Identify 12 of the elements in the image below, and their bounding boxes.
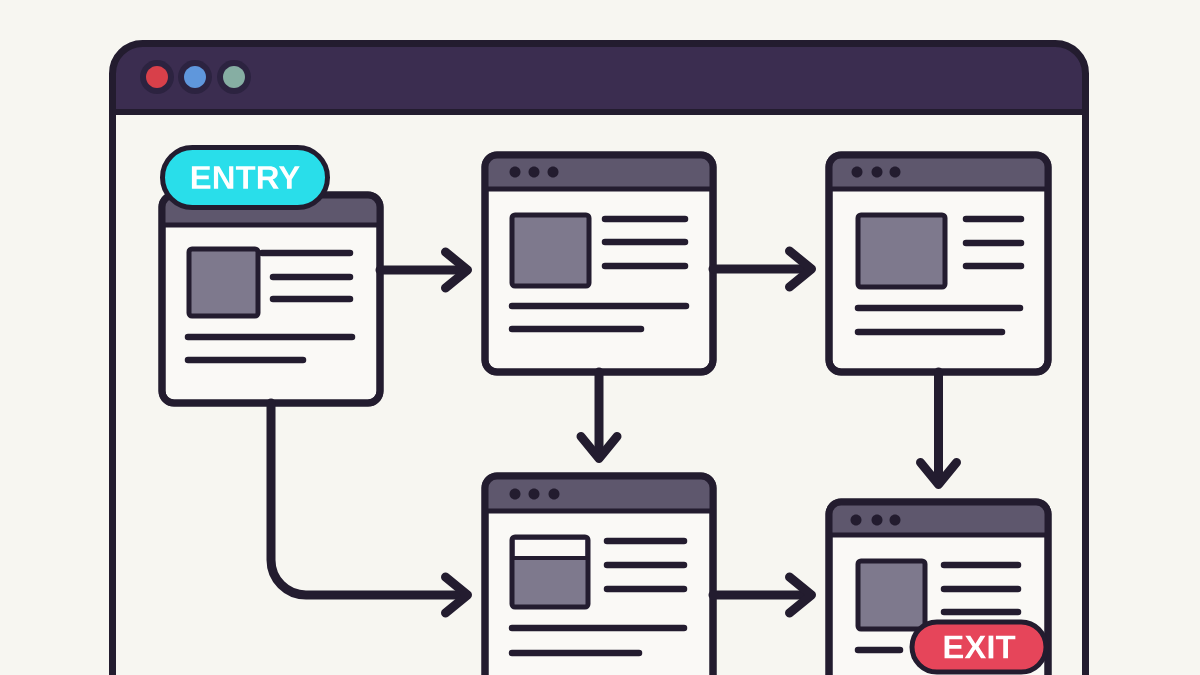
pill-badge: EXIT <box>909 619 1049 675</box>
webpage-wireframe-drawing <box>481 472 717 675</box>
arrow <box>708 246 816 292</box>
arrow <box>266 398 472 618</box>
pill-badge: ENTRY <box>160 145 330 210</box>
webpage-wireframe-drawing <box>481 151 717 376</box>
arrow <box>708 572 816 618</box>
webpage-wireframe-drawing <box>158 191 384 407</box>
arrow <box>576 367 622 463</box>
arrow <box>916 367 961 489</box>
webpage-wireframe-drawing <box>825 151 1052 376</box>
arrow <box>375 247 472 293</box>
